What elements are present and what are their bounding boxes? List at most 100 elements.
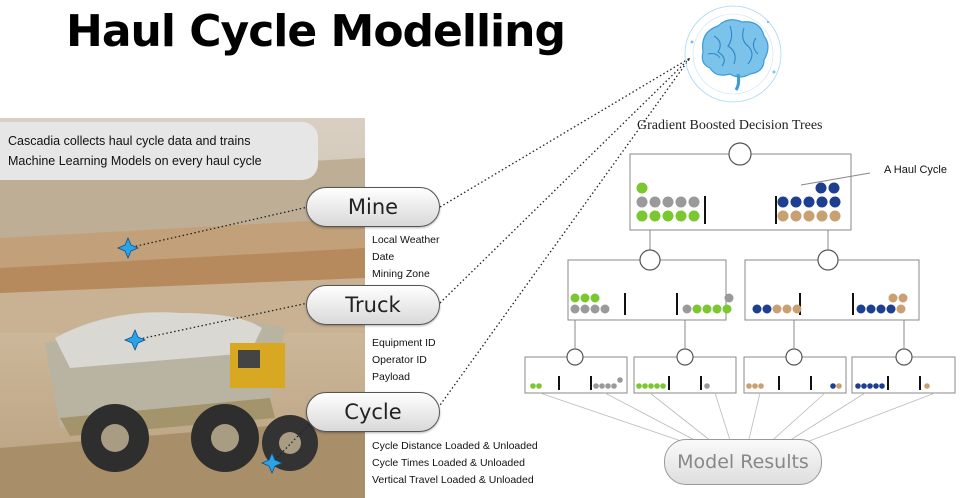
haul-cycle-dot xyxy=(593,383,599,389)
attribute-item: Operator ID xyxy=(372,354,427,366)
haul-cycle-dot xyxy=(867,383,873,389)
haul-cycle-dot xyxy=(828,182,840,194)
attribute-item: Vertical Travel Loaded & Unloaded xyxy=(372,474,534,486)
haul-cycle-dot xyxy=(803,210,815,222)
haul-cycle-dot xyxy=(682,304,692,314)
cycle-node-label: Cycle xyxy=(344,400,402,424)
attribute-item: Cycle Distance Loaded & Unloaded xyxy=(372,440,538,452)
haul-cycle-dot xyxy=(836,383,842,389)
haul-cycle-dot xyxy=(772,304,782,314)
haul-cycle-dot xyxy=(570,304,580,314)
haul-cycle-dot xyxy=(792,304,802,314)
haul-cycle-dot xyxy=(580,293,590,303)
haul-cycle-dot xyxy=(617,377,623,383)
mine-node-label: Mine xyxy=(347,195,399,219)
haul-cycle-dot xyxy=(803,196,815,208)
haul-cycle-dot xyxy=(816,210,828,222)
haul-cycle-dot xyxy=(636,196,648,208)
haul-cycle-dot xyxy=(688,196,700,208)
haul-cycle-dot xyxy=(855,383,861,389)
haul-cycle-dot xyxy=(898,293,908,303)
haul-cycle-dot xyxy=(675,196,687,208)
star-icon xyxy=(116,236,140,260)
cycle-node: Cycle xyxy=(306,392,440,432)
haul-cycle-dot xyxy=(829,196,841,208)
haul-cycle-dot xyxy=(830,383,836,389)
haul-cycle-dot xyxy=(599,383,605,389)
attribute-item: Local Weather xyxy=(372,234,440,246)
haul-cycle-dot xyxy=(692,304,702,314)
haul-cycle-dot xyxy=(816,196,828,208)
attribute-item: Mining Zone xyxy=(372,268,430,280)
haul-cycle-dot xyxy=(600,304,610,314)
haul-cycle-dot xyxy=(758,383,764,389)
haul-cycle-dot xyxy=(746,383,752,389)
haul-cycle-dot xyxy=(605,383,611,389)
attribute-item: Payload xyxy=(372,371,410,383)
haul-cycle-dot xyxy=(873,383,879,389)
haul-cycle-dot xyxy=(688,210,700,222)
haul-cycle-dot xyxy=(636,182,648,194)
haul-cycle-dot xyxy=(642,383,648,389)
haul-cycle-dot xyxy=(896,304,906,314)
haul-cycle-dot xyxy=(675,210,687,222)
haul-cycle-dot xyxy=(660,383,666,389)
haul-cycle-dot xyxy=(866,304,876,314)
decision-tree xyxy=(524,142,956,457)
haul-cycle-dot xyxy=(590,304,600,314)
haul-cycle-dot xyxy=(876,304,886,314)
truck-node: Truck xyxy=(306,285,440,325)
haul-cycle-dot xyxy=(829,210,841,222)
attribute-item: Date xyxy=(372,251,395,263)
haul-cycle-dot xyxy=(777,210,789,222)
haul-cycle-dot xyxy=(702,304,712,314)
haul-cycle-dot xyxy=(530,383,536,389)
truck-attributes: Equipment ID Operator ID Payload xyxy=(372,335,436,386)
tree-title: Gradient Boosted Decision Trees xyxy=(637,118,823,133)
haul-cycle-dot xyxy=(815,182,827,194)
haul-cycle-dot xyxy=(704,383,710,389)
brain-icon xyxy=(684,5,782,103)
haul-cycle-dot xyxy=(856,304,866,314)
haul-cycle-dot xyxy=(924,383,930,389)
haul-cycle-dot xyxy=(649,210,661,222)
haul-cycle-dot xyxy=(886,304,896,314)
haul-cycle-dot xyxy=(790,210,802,222)
model-results-node: Model Results xyxy=(664,439,822,485)
truck-node-label: Truck xyxy=(345,293,401,317)
attribute-item: Equipment ID xyxy=(372,337,436,349)
haul-cycle-dot xyxy=(724,293,734,303)
haul-cycle-dot xyxy=(722,304,732,314)
haul-cycle-dot xyxy=(648,383,654,389)
haul-cycle-dot xyxy=(570,293,580,303)
star-icon xyxy=(123,328,147,352)
haul-cycle-dot xyxy=(636,383,642,389)
haul-cycle-dot xyxy=(649,196,661,208)
haul-cycle-dot xyxy=(590,293,600,303)
haul-cycle-dot xyxy=(611,383,617,389)
haul-cycle-dot xyxy=(662,210,674,222)
star-icon xyxy=(260,451,284,475)
callout-line-2: Machine Learning Models on every haul cy… xyxy=(8,154,262,168)
haul-cycle-dot xyxy=(879,383,885,389)
haul-cycle-annotation: A Haul Cycle xyxy=(884,164,947,176)
page-title: Haul Cycle Modelling xyxy=(66,6,566,57)
haul-cycle-dot xyxy=(636,210,648,222)
haul-cycle-dot xyxy=(662,196,674,208)
haul-cycle-dot xyxy=(536,383,542,389)
haul-cycle-dot xyxy=(580,304,590,314)
callout-line-1: Cascadia collects haul cycle data and tr… xyxy=(8,134,251,148)
haul-cycle-dot xyxy=(888,293,898,303)
haul-cycle-dot xyxy=(752,383,758,389)
haul-cycle-dot xyxy=(654,383,660,389)
haul-truck-photo xyxy=(0,118,365,498)
attribute-item: Cycle Times Loaded & Unloaded xyxy=(372,457,525,469)
cycle-attributes: Cycle Distance Loaded & Unloaded Cycle T… xyxy=(372,438,538,489)
haul-cycle-dot xyxy=(861,383,867,389)
haul-cycle-dot xyxy=(712,304,722,314)
haul-cycle-dot xyxy=(782,304,792,314)
mine-attributes: Local Weather Date Mining Zone xyxy=(372,232,440,283)
haul-cycle-dot xyxy=(762,304,772,314)
intro-callout: Cascadia collects haul cycle data and tr… xyxy=(0,122,318,180)
